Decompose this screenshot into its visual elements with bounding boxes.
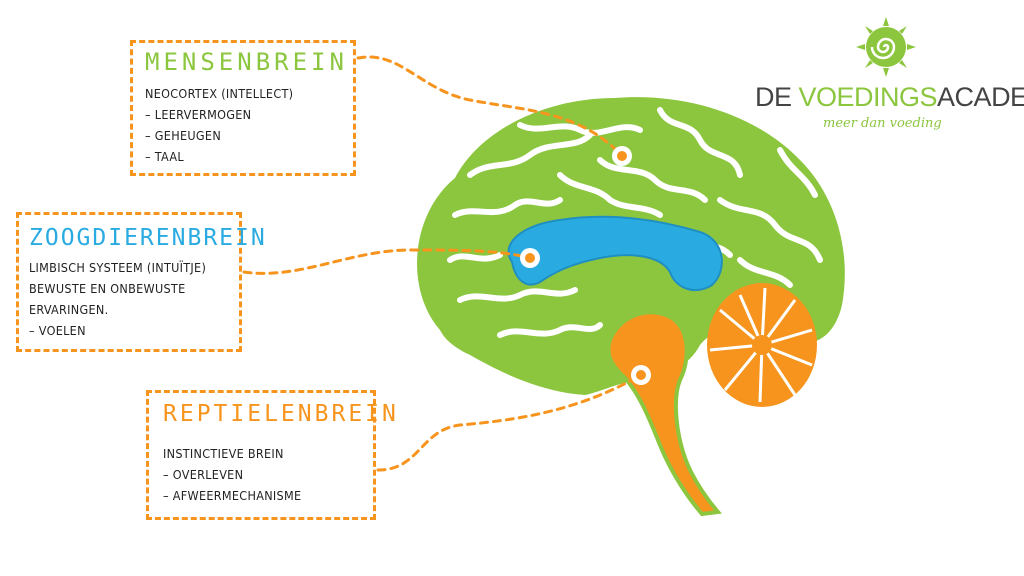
mensenbrein-title: MENSENBREIN — [145, 48, 348, 76]
mensenbrein-line: – TAAL — [145, 149, 184, 164]
logo-wordmark: DE VOEDINGSACADEMIE — [755, 82, 1024, 112]
marker-mensenbrein — [612, 146, 632, 166]
mensenbrein-line: – LEERVERMOGEN — [145, 107, 252, 122]
marker-reptielenbrein — [631, 365, 651, 385]
reptielenbrein-title: REPTIELENBREIN — [163, 401, 399, 427]
zoogdierenbrein-title: ZOOGDIERENBREIN — [29, 225, 267, 251]
reptielenbrein-line: – OVERLEVEN — [163, 467, 244, 482]
connector-mensenbrein — [356, 55, 624, 158]
reptielenbrein-line: INSTINCTIEVE BREIN — [163, 446, 284, 461]
zoogdierenbrein-line: ERVARINGEN. — [29, 302, 109, 317]
reptielenbrein-line: – AFWEERMECHANISME — [163, 488, 302, 503]
logo: DE VOEDINGSACADEMIE meer dan voeding — [755, 12, 1024, 142]
mensenbrein-box: MENSENBREIN NEOCORTEX (INTELLECT) – LEER… — [130, 40, 356, 176]
zoogdierenbrein-line: BEWUSTE EN ONBEWUSTE — [29, 281, 186, 296]
mensenbrein-line: NEOCORTEX (INTELLECT) — [145, 86, 294, 101]
marker-zoogdierenbrein — [520, 248, 540, 268]
brainstem — [606, 310, 722, 517]
zoogdierenbrein-box: ZOOGDIERENBREIN LIMBISCH SYSTEEM (INTUÏT… — [16, 212, 267, 352]
zoogdierenbrein-line: – VOELEN — [29, 323, 86, 338]
cerebellum — [707, 283, 817, 407]
spiral-sun-icon — [856, 17, 916, 77]
connector-reptielenbrein — [376, 373, 643, 472]
logo-tagline: meer dan voeding — [823, 116, 942, 131]
zoogdierenbrein-line: LIMBISCH SYSTEEM (INTUÏTJE) — [29, 260, 207, 275]
mensenbrein-line: – GEHEUGEN — [145, 128, 222, 143]
reptielenbrein-box: REPTIELENBREIN INSTINCTIEVE BREIN – OVER… — [146, 390, 399, 520]
limbic-system — [507, 215, 723, 291]
connector-zoogdierenbrein — [242, 248, 532, 275]
